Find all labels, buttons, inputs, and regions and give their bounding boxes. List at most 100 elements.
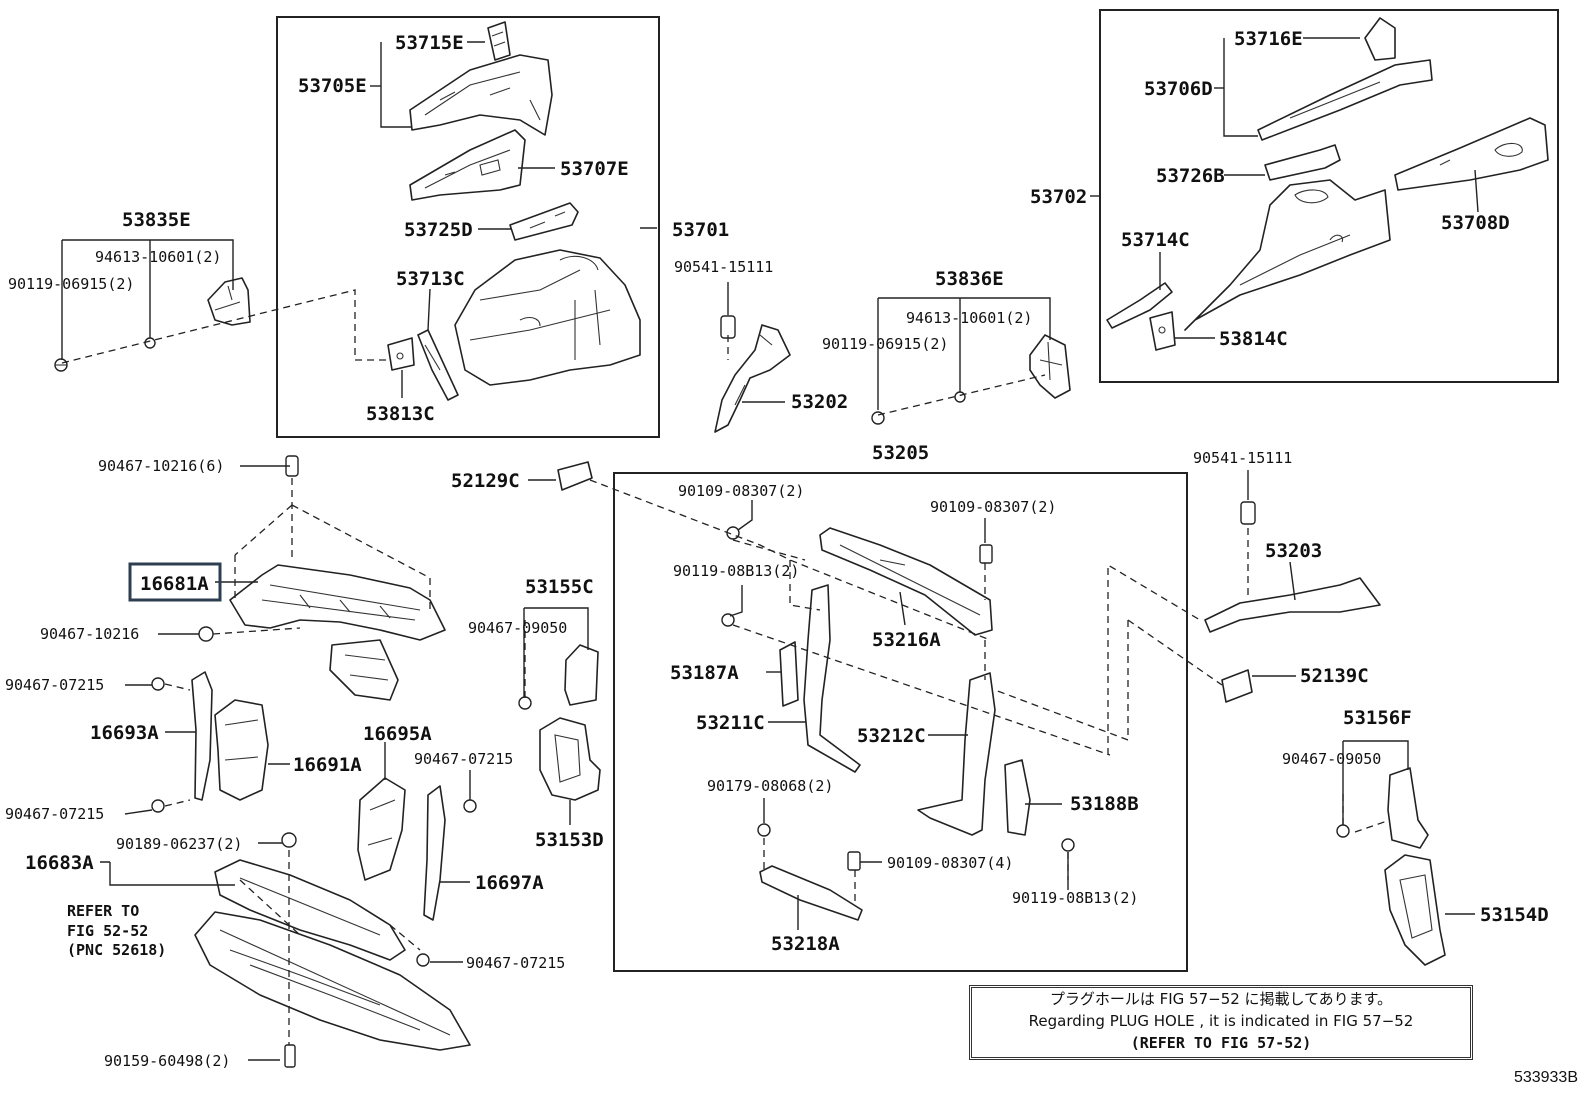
part-53218A[interactable] bbox=[759, 865, 863, 921]
label-53187A[interactable]: 53187A bbox=[670, 662, 739, 684]
label-16683A[interactable]: 16683A bbox=[25, 852, 94, 874]
fastener-90467-07215-d[interactable] bbox=[416, 953, 430, 967]
part-16683A[interactable] bbox=[214, 859, 406, 961]
label-90467-07215-b[interactable]: 90467-07215 bbox=[5, 805, 104, 823]
part-53212C[interactable] bbox=[917, 672, 996, 836]
label-53705E[interactable]: 53705E bbox=[298, 75, 367, 97]
label-90541-15111-b[interactable]: 90541-15111 bbox=[1193, 449, 1292, 467]
part-53203[interactable] bbox=[1204, 577, 1381, 633]
label-53153D[interactable]: 53153D bbox=[535, 829, 604, 851]
label-90467-07215-c[interactable]: 90467-07215 bbox=[414, 750, 513, 768]
label-94613-10601-a[interactable]: 94613-10601(2) bbox=[95, 248, 221, 266]
fastener-90119-08B13-b[interactable] bbox=[1061, 838, 1075, 852]
fastener-90467-07215-c[interactable] bbox=[463, 799, 477, 813]
label-16695A[interactable]: 16695A bbox=[363, 723, 432, 745]
label-90467-09050-b[interactable]: 90467-09050 bbox=[1282, 750, 1381, 768]
part-53813C[interactable] bbox=[387, 337, 415, 371]
fastener-94613-10601-a[interactable] bbox=[144, 337, 156, 349]
part-16681A[interactable] bbox=[229, 564, 446, 701]
fastener-90467-07215-b[interactable] bbox=[151, 799, 165, 813]
label-53154D[interactable]: 53154D bbox=[1480, 904, 1549, 926]
part-53708D[interactable] bbox=[1394, 117, 1549, 191]
part-53202[interactable] bbox=[714, 324, 791, 433]
label-90119-06915-a[interactable]: 90119-06915(2) bbox=[8, 275, 134, 293]
label-90467-10216-b[interactable]: 90467-10216 bbox=[40, 625, 139, 643]
label-53707E[interactable]: 53707E bbox=[560, 158, 629, 180]
label-53702[interactable]: 53702 bbox=[1030, 186, 1087, 208]
label-53202[interactable]: 53202 bbox=[791, 391, 848, 413]
label-53715E[interactable]: 53715E bbox=[395, 32, 464, 54]
part-16695A[interactable] bbox=[357, 777, 406, 881]
part-53836E-bracket[interactable] bbox=[1029, 334, 1071, 399]
fastener-90467-09050-a[interactable] bbox=[518, 696, 532, 710]
label-53216A[interactable]: 53216A bbox=[872, 629, 941, 651]
label-53156F[interactable]: 53156F bbox=[1343, 707, 1412, 729]
fastener-90179-08068[interactable] bbox=[757, 823, 771, 837]
fastener-90119-06915-a[interactable] bbox=[54, 358, 68, 372]
label-53708D[interactable]: 53708D bbox=[1441, 212, 1510, 234]
fastener-90189-06237[interactable] bbox=[281, 832, 297, 848]
part-52139C[interactable] bbox=[1221, 669, 1253, 703]
label-16697A[interactable]: 16697A bbox=[475, 872, 544, 894]
part-53714C[interactable] bbox=[1106, 282, 1173, 329]
label-16693A[interactable]: 16693A bbox=[90, 722, 159, 744]
label-53725D[interactable]: 53725D bbox=[404, 219, 473, 241]
label-90467-10216-a[interactable]: 90467-10216(6) bbox=[98, 457, 224, 475]
label-53813C[interactable]: 53813C bbox=[366, 403, 435, 425]
fastener-94613-10601-b[interactable] bbox=[954, 391, 966, 403]
part-53188B[interactable] bbox=[1004, 759, 1031, 836]
label-90119-08B13-b[interactable]: 90119-08B13(2) bbox=[1012, 889, 1138, 907]
part-undercover[interactable] bbox=[194, 911, 471, 1051]
label-90467-07215-d[interactable]: 90467-07215 bbox=[466, 954, 565, 972]
part-53725D[interactable] bbox=[509, 202, 579, 241]
label-53726B[interactable]: 53726B bbox=[1156, 165, 1225, 187]
part-53716E[interactable] bbox=[1364, 17, 1396, 61]
label-53218A[interactable]: 53218A bbox=[771, 933, 840, 955]
part-16697A[interactable] bbox=[423, 785, 446, 921]
part-53154D[interactable] bbox=[1384, 854, 1446, 966]
label-90119-06915-b[interactable]: 90119-06915(2) bbox=[822, 335, 948, 353]
label-53836E[interactable]: 53836E bbox=[935, 268, 1004, 290]
part-16691A[interactable] bbox=[214, 699, 269, 801]
fastener-90467-07215-a[interactable] bbox=[151, 677, 165, 691]
note-refer-link[interactable]: (REFER TO FIG 57-52) bbox=[1130, 1034, 1312, 1052]
part-53216A[interactable] bbox=[819, 527, 993, 636]
part-53187A[interactable] bbox=[779, 641, 799, 707]
fastener-90541-15111-a[interactable] bbox=[720, 315, 736, 339]
label-90109-08307-a[interactable]: 90109-08307(2) bbox=[678, 482, 804, 500]
part-53715E[interactable] bbox=[487, 21, 511, 61]
label-90467-07215-a[interactable]: 90467-07215 bbox=[5, 676, 104, 694]
fastener-90109-08307-c[interactable] bbox=[847, 851, 861, 871]
part-53211C[interactable] bbox=[803, 584, 861, 773]
part-53814C[interactable] bbox=[1149, 311, 1176, 351]
label-53714C[interactable]: 53714C bbox=[1121, 229, 1190, 251]
fastener-90119-06915-b[interactable] bbox=[871, 411, 885, 425]
label-90541-15111-a[interactable]: 90541-15111 bbox=[674, 258, 773, 276]
label-53701[interactable]: 53701 bbox=[672, 219, 729, 241]
label-53203[interactable]: 53203 bbox=[1265, 540, 1322, 562]
label-90119-08B13-a[interactable]: 90119-08B13(2) bbox=[673, 562, 799, 580]
part-53702-apron[interactable] bbox=[1184, 179, 1391, 331]
part-53156F[interactable] bbox=[1387, 767, 1429, 849]
part-53701-apron[interactable] bbox=[454, 249, 641, 386]
fastener-90541-15111-b[interactable] bbox=[1240, 501, 1256, 525]
label-53211C[interactable]: 53211C bbox=[696, 712, 765, 734]
label-94613-10601-b[interactable]: 94613-10601(2) bbox=[906, 309, 1032, 327]
label-53713C[interactable]: 53713C bbox=[396, 268, 465, 290]
part-53706D[interactable] bbox=[1257, 59, 1433, 141]
part-53713C[interactable] bbox=[417, 329, 459, 401]
label-53188B[interactable]: 53188B bbox=[1070, 793, 1139, 815]
part-53726B[interactable] bbox=[1264, 144, 1341, 181]
part-53153D[interactable] bbox=[539, 717, 601, 801]
part-16693A[interactable] bbox=[191, 671, 213, 801]
label-53706D[interactable]: 53706D bbox=[1144, 78, 1213, 100]
label-90189-06237[interactable]: 90189-06237(2) bbox=[116, 835, 242, 853]
part-53155C[interactable] bbox=[564, 644, 599, 706]
fastener-90159-60498[interactable] bbox=[284, 1044, 296, 1068]
label-90179-08068[interactable]: 90179-08068(2) bbox=[707, 777, 833, 795]
fastener-90109-08307-b[interactable] bbox=[979, 544, 993, 564]
label-52129C[interactable]: 52129C bbox=[451, 470, 520, 492]
label-53205[interactable]: 53205 bbox=[872, 442, 929, 464]
label-53155C[interactable]: 53155C bbox=[525, 576, 594, 598]
part-53705E[interactable] bbox=[409, 54, 553, 136]
